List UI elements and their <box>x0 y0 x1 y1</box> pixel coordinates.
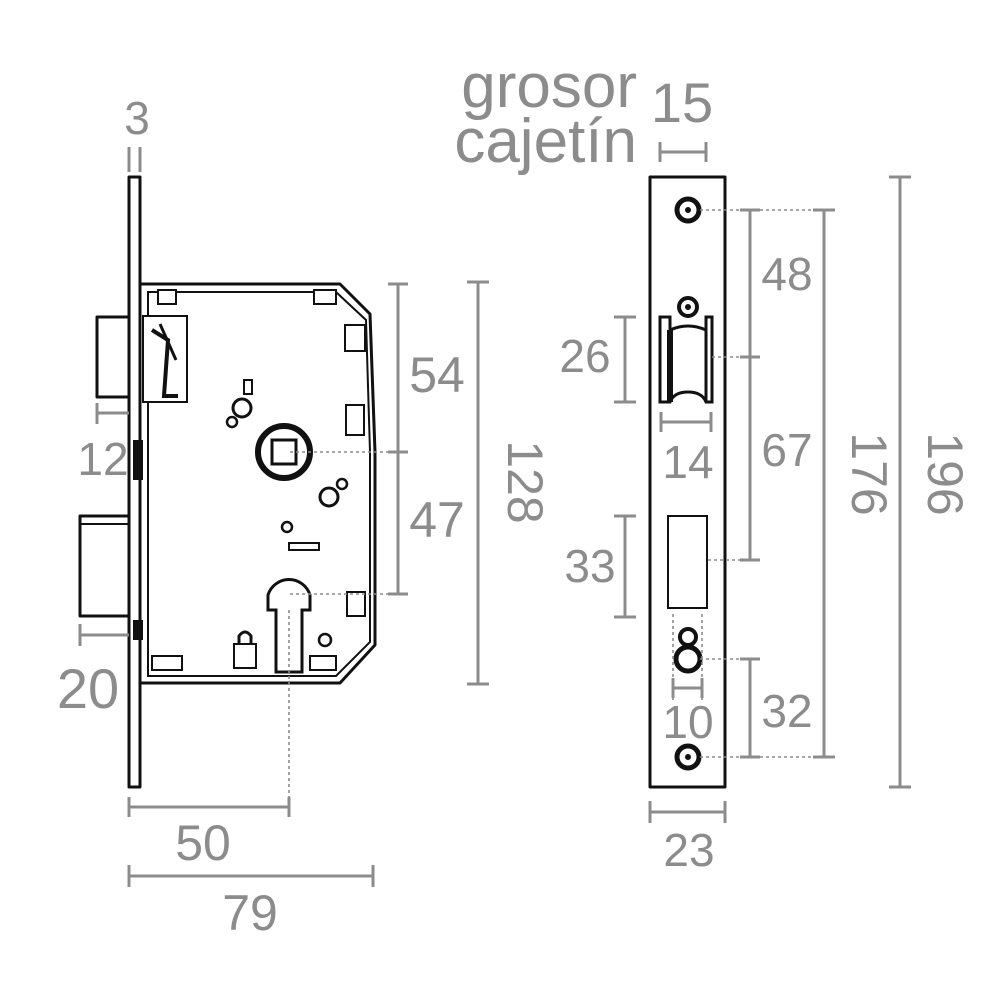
front-faceplate <box>648 175 727 789</box>
label-deadbolt-projection: 20 <box>57 657 119 720</box>
case-tab <box>344 324 366 352</box>
rivet <box>318 486 340 508</box>
rivet <box>280 520 294 534</box>
rivet-slot <box>243 379 253 395</box>
screw-center <box>685 304 691 310</box>
label-latch-projection: 12 <box>77 433 128 485</box>
rivet <box>317 632 333 648</box>
cylinder-screw <box>678 627 698 647</box>
front-view: 26 14 33 10 23 48 67 32 <box>559 175 973 876</box>
stop-block <box>233 643 257 669</box>
title-line-1: grosor <box>461 52 637 121</box>
title-line-2: cajetín <box>454 107 637 176</box>
rivet <box>335 477 349 491</box>
label-total-depth: 79 <box>222 885 278 941</box>
label-spindle-to-handle: 54 <box>409 347 465 403</box>
label-screw-span: 176 <box>841 432 897 515</box>
label-latch-height: 26 <box>559 330 610 382</box>
label-backset: 50 <box>175 815 231 871</box>
faceplate <box>127 175 142 789</box>
label-faceplate-thickness: 3 <box>124 92 150 144</box>
dead-bolt <box>78 514 131 618</box>
label-screw-to-latch: 48 <box>761 248 812 300</box>
label-bolt-height: 33 <box>564 540 615 592</box>
lock-case-inner <box>147 291 371 677</box>
label-box-depth: 15 <box>651 71 713 134</box>
rivet <box>231 397 253 419</box>
label-latch-width: 14 <box>662 436 713 488</box>
case-tab <box>151 655 183 671</box>
rivet <box>225 415 239 429</box>
case-tab <box>157 289 177 305</box>
stop-shackle <box>237 630 253 644</box>
bolt-opening <box>667 515 708 609</box>
lock-case <box>138 282 377 685</box>
rivet-slot <box>288 542 320 551</box>
faceplate-slot <box>133 440 143 480</box>
case-tab <box>309 655 337 671</box>
screw-center <box>685 207 691 213</box>
case-tab <box>313 289 337 305</box>
side-view: 3 <box>57 92 553 941</box>
label-faceplate-width: 23 <box>663 824 714 876</box>
label-cylinder-hole: 10 <box>662 696 713 748</box>
latch-bolt <box>95 315 131 399</box>
label-cylinder-to-screw: 32 <box>761 685 812 737</box>
latch-lever <box>158 323 178 361</box>
label-case-height: 128 <box>497 440 553 523</box>
cylinder-hole <box>266 578 312 674</box>
label-faceplate-height: 196 <box>917 432 973 515</box>
case-tab <box>346 591 366 617</box>
title-block: grosor cajetín 15 <box>454 52 713 176</box>
cylinder-screw-lower <box>673 644 703 674</box>
label-latch-to-cylinder: 67 <box>761 424 812 476</box>
screw-center <box>685 754 691 760</box>
case-tab <box>345 404 365 436</box>
latch-spring <box>150 328 178 398</box>
label-spindle-to-cylinder: 47 <box>409 492 465 548</box>
faceplate-slot <box>133 620 143 640</box>
